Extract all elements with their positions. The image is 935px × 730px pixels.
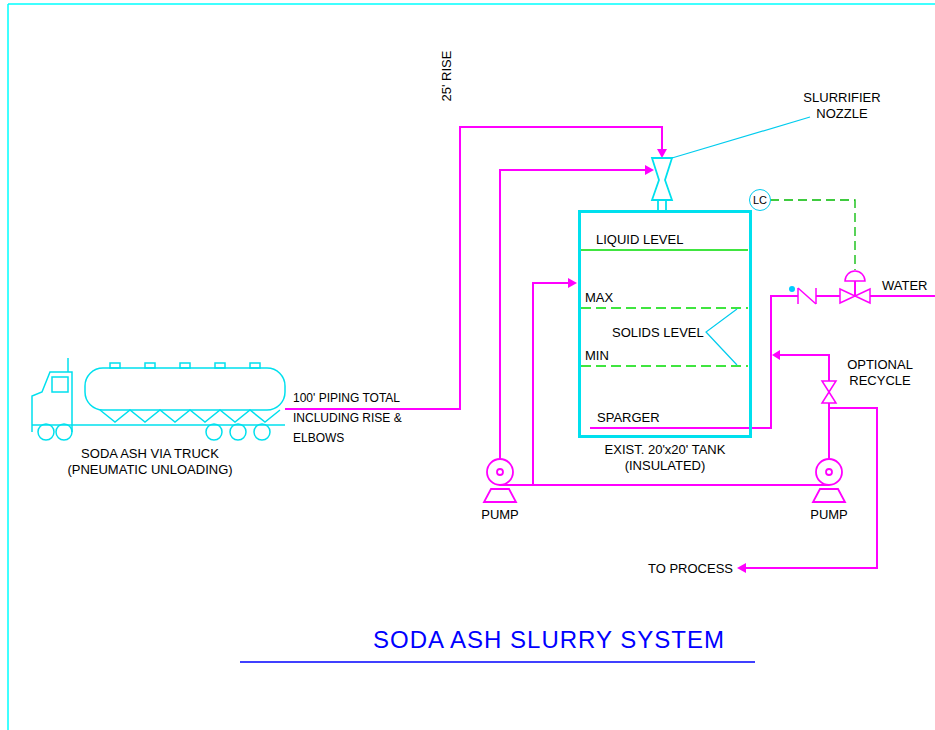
level-bracket: [706, 309, 737, 365]
level-label: SOLIDS LEVEL: [612, 325, 704, 341]
truck-label: SODA ASH VIA TRUCK (PNEUMATIC UNLOADING): [45, 446, 255, 478]
pipe-lines: [285, 127, 935, 568]
tank-box: LIQUID LEVELMAXSOLIDS LEVELMINSPARGEREXI…: [578, 210, 752, 438]
level-label: MIN: [585, 348, 609, 364]
pump-label: PUMP: [810, 507, 848, 523]
diagram-title: SODA ASH SLURRY SYSTEM: [373, 626, 725, 654]
dimension-label: 25' RISE: [439, 51, 455, 102]
slurrifier-nozzle-symbol: [652, 158, 672, 210]
piping-note: 100' PIPING TOTAL INCLUDING RISE & ELBOW…: [293, 388, 433, 448]
flow-arrows: [568, 149, 780, 573]
leader-line: [672, 117, 810, 158]
level-lines: [581, 250, 748, 366]
check-valve-dot: [789, 286, 795, 292]
truck-symbol: [32, 358, 285, 440]
pump-label: PUMP: [481, 507, 519, 523]
signal-line: [770, 200, 855, 270]
level-controller-circle: LC: [749, 189, 771, 211]
title-underline: [240, 661, 755, 663]
level-label: MAX: [585, 290, 613, 306]
callout-label: SLURRIFIER NOZZLE: [792, 90, 892, 122]
stream-label: TO PROCESS: [648, 561, 733, 577]
stream-label: WATER: [882, 278, 928, 294]
instrument-tag: LC: [753, 194, 767, 206]
valve-label: OPTIONAL RECYCLE: [830, 357, 930, 389]
level-label: LIQUID LEVEL: [596, 232, 683, 248]
tank-caption: EXIST. 20'x20' TANK (INSULATED): [565, 442, 765, 474]
sparger-label: SPARGER: [597, 410, 660, 426]
